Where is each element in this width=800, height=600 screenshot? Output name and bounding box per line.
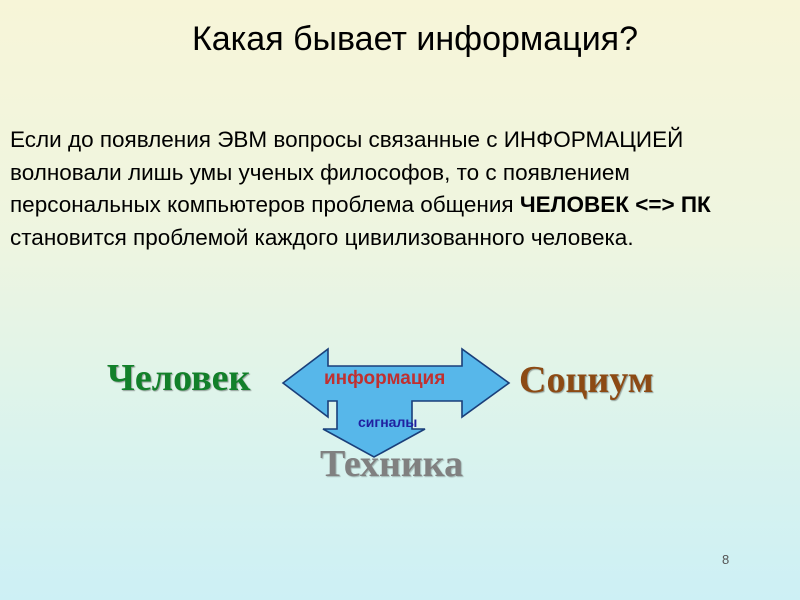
technology-label: Техника [320, 443, 464, 485]
three-way-arrow-icon [281, 347, 511, 458]
three-way-arrow-shape [281, 347, 511, 458]
slide-title: Какая бывает информация? [191, 20, 639, 58]
paragraph-line-2: волновали лишь умы ученых философов, то … [10, 159, 630, 185]
paragraph-line-1: Если до появления ЭВМ вопросы связанные … [10, 127, 684, 152]
paragraph-line-3-text: персональных компьютеров проблема общени… [10, 192, 520, 217]
arrow-signals-text: сигналы [358, 414, 418, 430]
paragraph-line-3: персональных компьютеров проблема общени… [10, 189, 795, 222]
page-number: 8 [722, 552, 730, 567]
human-pc-emphasis: ЧЕЛОВЕК <=> ПК [519, 192, 711, 217]
society-label: Социум [519, 359, 654, 401]
arrow-info-text: информация [324, 368, 446, 389]
body-paragraph: Если до появления ЭВМ вопросы связанные … [10, 124, 795, 254]
paragraph-line-4: становится проблемой каждого цивилизован… [10, 224, 634, 250]
human-label: Человек [107, 357, 251, 399]
